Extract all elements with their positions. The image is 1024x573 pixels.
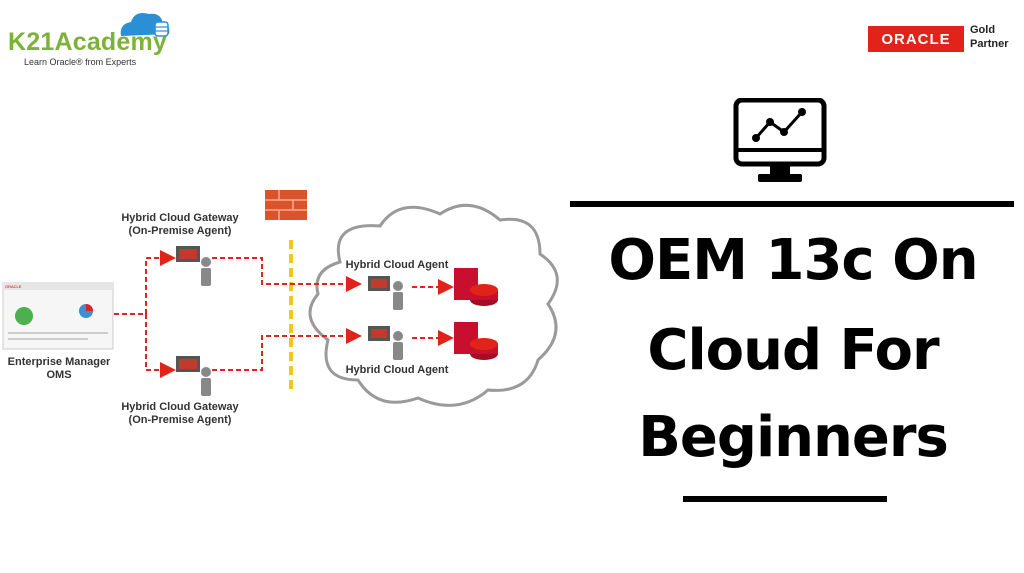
title-line-2: Cloud For [647,318,939,383]
cloud-agent-bottom-label: Hybrid Cloud Agent [345,364,449,376]
database-icon [454,268,498,306]
gateway-bottom-line-2: (On-Premise Agent) [128,414,232,426]
title-line-1: OEM 13c On [608,228,978,293]
em-label: Enterprise Manager OMS [0,356,118,382]
partner-label: Partner [970,38,1009,50]
brand-name: K21Academy [8,28,168,56]
em-label-line-1: Enterprise Manager [7,356,111,368]
gateway-bottom-label: Hybrid Cloud Gateway (On-Premise Agent) [100,401,260,427]
title-rule-top [570,201,1014,207]
firewall-icon [265,190,307,220]
workstation-icon [368,326,403,360]
oracle-logo: ORACLE [868,26,964,52]
workstation-icon [176,356,211,396]
gold-label: Gold [970,24,996,36]
gateway-top-line-1: Hybrid Cloud Gateway [121,212,239,224]
k21academy-logo [120,13,170,37]
workstation-icon [176,246,211,286]
title-line-3: Beginners [638,405,949,470]
em-thumb-title: ORACLE [5,284,22,289]
workstation-icon [368,276,403,310]
em-console-thumbnail [2,282,114,350]
architecture-diagram [2,190,559,407]
title-rule-bottom [683,496,887,502]
brand-tagline: Learn Oracle® from Experts [24,57,137,67]
gateway-bottom-line-1: Hybrid Cloud Gateway [121,401,239,413]
database-icon [454,322,498,360]
gateway-top-line-2: (On-Premise Agent) [128,225,232,237]
cloud-agent-top-label: Hybrid Cloud Agent [345,259,449,271]
monitor-chart-icon [733,98,827,182]
cloud-icon [120,13,170,37]
em-label-line-2: OMS [46,369,72,381]
gateway-top-label: Hybrid Cloud Gateway (On-Premise Agent) [100,212,260,238]
